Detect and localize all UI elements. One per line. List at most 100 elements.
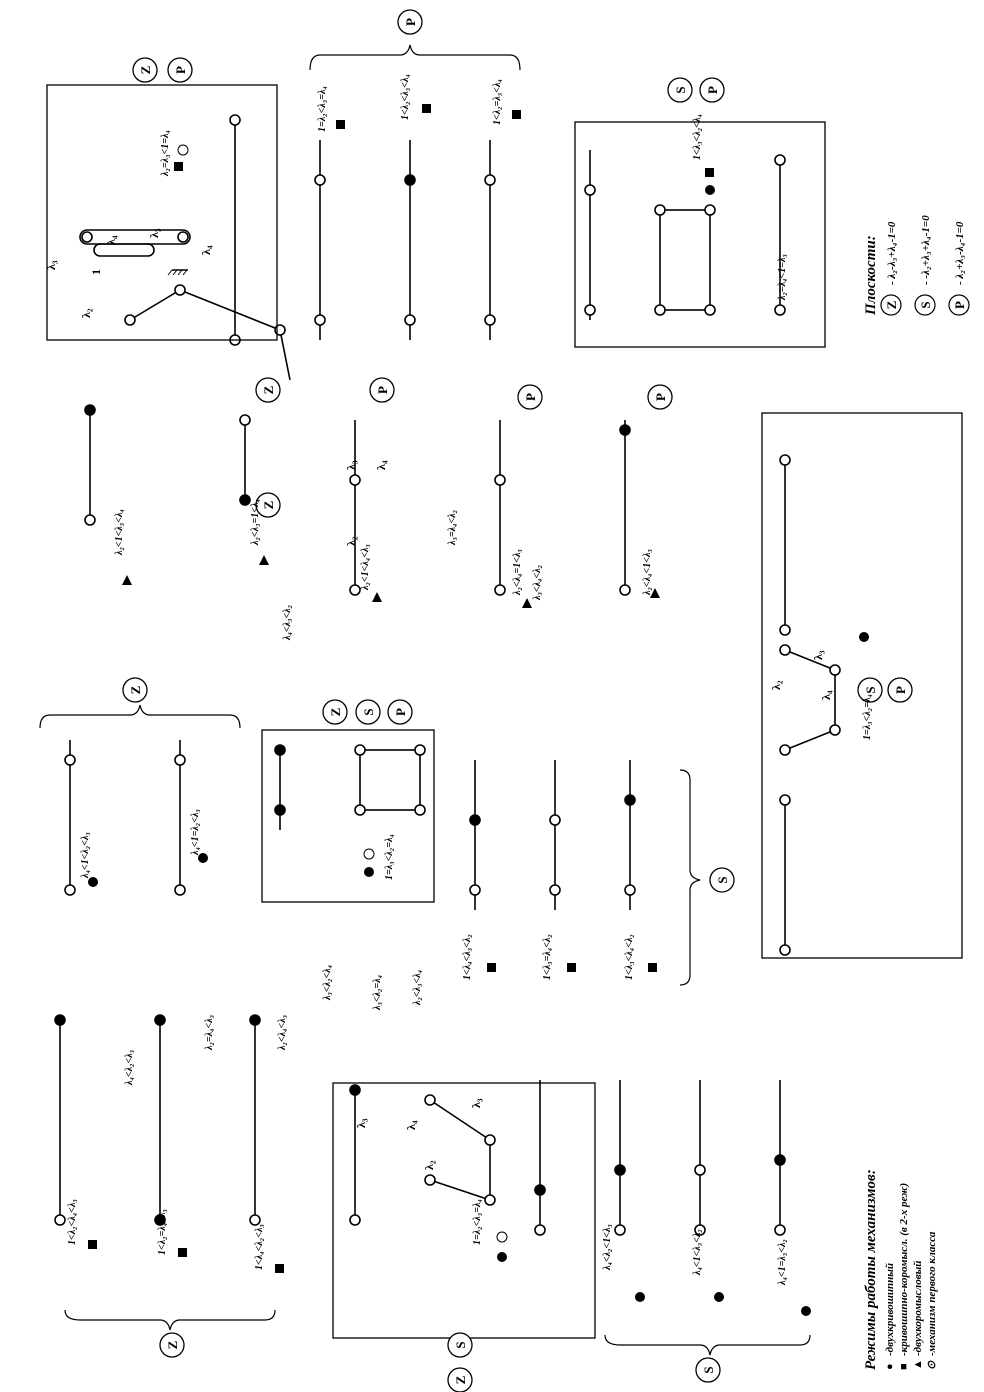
svg-text:Z: Z — [261, 385, 276, 394]
mode-symbol-group — [88, 104, 869, 1316]
plane-s-label: S — [709, 867, 735, 893]
brace-s-mid — [679, 769, 701, 986]
condition-label: λ₄<1<λ₂<λ₃ — [80, 832, 91, 879]
crank-rocker-symbol — [178, 1248, 187, 1257]
double-rocker-symbol — [259, 555, 269, 565]
condition-label: 1=λ₃<λ₂=λ₄ — [384, 834, 395, 880]
link-label: λ₃ — [344, 460, 358, 470]
box-zp — [46, 84, 278, 341]
mechanism-sketch — [694, 1080, 706, 1236]
mechanism-sketch — [249, 1014, 261, 1226]
legend-planes-title: Плоскости: — [863, 235, 879, 316]
condition-label: 1<λ₄<λ₃<λ₂ — [462, 934, 473, 980]
plane-p-label: P — [369, 377, 395, 403]
condition-label: λ₂<λ₄=1<λ₃ — [512, 549, 523, 596]
mechanism-sketch — [469, 760, 481, 910]
box-zs — [332, 1082, 596, 1339]
condition-label: 1=λ₂<λ₃=λ₄ — [472, 1199, 483, 1245]
double-crank-symbol — [635, 1292, 645, 1302]
svg-text:S: S — [701, 1366, 716, 1373]
link-label: λ₂ — [344, 536, 358, 546]
condition-label: 1<λ₂=λ₄<λ₃ — [157, 1209, 168, 1255]
mechanism-sketch — [654, 204, 716, 316]
plane-z-label: Z — [159, 1332, 185, 1358]
legend-plane-equation: - -λ₂+λ₃+λ₄-1=0 — [920, 215, 932, 285]
mechanism-sketch — [64, 740, 76, 896]
brace-s-bottom — [604, 1334, 811, 1356]
svg-text:Z: Z — [884, 300, 899, 309]
crank-rocker-symbol — [567, 963, 576, 972]
region-label: λ₃=λ₄<λ₂ — [447, 510, 458, 546]
legend-mode-symbol: ● — [884, 1363, 896, 1370]
first-class-symbol — [363, 848, 375, 860]
brace-p-top — [309, 44, 521, 71]
link-label: λ₃ — [811, 650, 825, 660]
double-crank-symbol — [705, 185, 715, 195]
crank-rocker-symbol — [174, 162, 183, 171]
condition-label: λ₂<1<λ₃<λ₄ — [114, 509, 125, 556]
svg-text:P: P — [705, 86, 720, 94]
svg-text:P: P — [523, 393, 538, 401]
mechanism-sketch — [549, 760, 561, 910]
box-sp-top — [574, 121, 826, 348]
svg-text:P: P — [393, 708, 408, 716]
svg-text:P: P — [173, 66, 188, 74]
double-crank-symbol — [198, 853, 208, 863]
double-crank-symbol — [364, 867, 374, 877]
brace-group — [39, 44, 811, 1356]
legend-plane-equation: - λ₂-λ₃+λ₄-1=0 — [886, 221, 898, 285]
plane-p-label: P — [517, 384, 543, 410]
condition-label: 1<λ₃<λ₂<λ₄ — [692, 114, 703, 160]
mechanism-sketch — [484, 140, 496, 340]
condition-label: 1<λ₂<λ₄<λ₃ — [67, 1199, 78, 1245]
plane-z-label: Z — [122, 677, 148, 703]
link-label: λ₄ — [374, 460, 388, 470]
mechanism-sketch — [174, 740, 186, 896]
legend-mode-text: -двухкоромысловый — [912, 1261, 924, 1356]
first-class-symbol — [496, 1231, 508, 1243]
svg-text:S: S — [715, 876, 730, 883]
condition-label: 1<λ₂=λ₃<λ₄ — [492, 79, 503, 125]
mechanism-sketch — [494, 420, 506, 596]
plane-p-label: P — [887, 677, 913, 703]
legend-modes: Режимы работы механизмов: ●-двухкривошип… — [863, 1169, 938, 1370]
mechanism-sketch — [534, 1080, 546, 1236]
double-crank-symbol — [801, 1306, 811, 1316]
legend-plane-item: Z - λ₂-λ₃+λ₄-1=0 — [880, 221, 902, 316]
condition-label: λ₄<λ₂<1<λ₃ — [602, 1224, 613, 1271]
mechanism-sketch — [424, 1094, 496, 1206]
crank-rocker-symbol — [422, 104, 431, 113]
plane-p-label: P — [699, 77, 725, 103]
svg-text:P: P — [952, 301, 967, 309]
mechanism-sketch — [349, 420, 361, 596]
plane-p-label: P — [397, 9, 423, 35]
double-crank-symbol — [88, 877, 98, 887]
svg-text:P: P — [893, 686, 908, 694]
mechanism-sketch — [619, 420, 631, 596]
legend-mode-symbol: ⊙ — [926, 1360, 938, 1370]
svg-text:S: S — [673, 86, 688, 93]
mechanism-sketch — [779, 794, 791, 956]
svg-text:S: S — [863, 686, 878, 693]
svg-text:S: S — [361, 708, 376, 715]
link-symbol-group: λ₃ λ₂ λ₄ 1 λ₃ λ₄ λ₂ λ₃ λ₄ λ₂ λ₄ λ₃ λ₃ λ₄… — [44, 228, 833, 1170]
legend-planes: Плоскости: Z- λ₂-λ₃+λ₄-1=0S- -λ₂+λ₃+λ₄-1… — [863, 215, 970, 316]
plane-s-label: S — [447, 1332, 473, 1358]
plane-p-label: P — [387, 699, 413, 725]
svg-text:Z: Z — [261, 500, 276, 509]
plane-z-label: Z — [322, 699, 348, 725]
region-label: λ₃<λ₄<λ₂ — [532, 565, 543, 601]
brace-z-bottom — [64, 1309, 276, 1331]
link-label: 1 — [89, 269, 103, 275]
link-label: λ₄ — [819, 690, 833, 700]
mechanism-sketch — [354, 744, 426, 816]
condition-label: 1<λ₃=λ₄<λ₂ — [542, 934, 553, 980]
svg-text:P: P — [403, 18, 418, 26]
region-label: λ₄<λ₂<λ₃ — [124, 1050, 135, 1086]
link-label: λ₄ — [404, 1120, 418, 1130]
first-class-symbol — [177, 144, 189, 156]
mechanism-sketch — [229, 114, 241, 346]
svg-text:Z: Z — [453, 1375, 468, 1384]
